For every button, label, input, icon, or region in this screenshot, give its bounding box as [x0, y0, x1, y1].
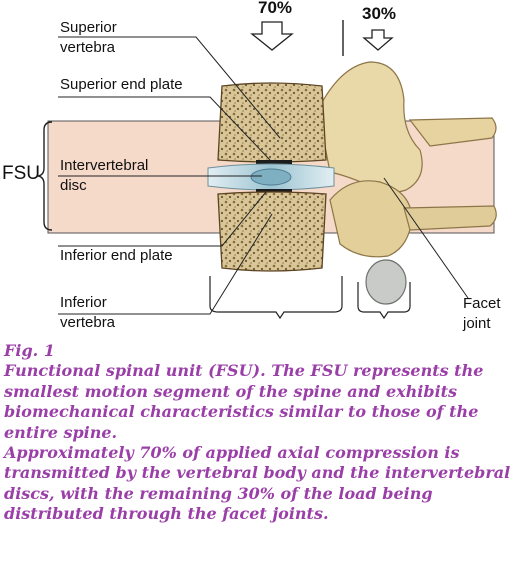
caption-paragraph-2: Approximately 70% of applied axial compr…: [4, 443, 511, 524]
label-fsu: FSU: [2, 163, 40, 184]
label-facet-joint: Facet joint: [463, 294, 501, 334]
label-inferior-vertebra: Inferior vertebra: [60, 293, 115, 333]
caption-figure-number: Fig. 1: [4, 341, 55, 360]
load-percent-facet: 30%: [362, 4, 397, 23]
label-inferior-end-plate: Inferior end plate: [60, 247, 173, 264]
label-superior-vertebra-line1: Superior: [60, 19, 117, 36]
inferior-vertebral-body: [217, 191, 327, 272]
load-percent-body: 70%: [258, 0, 293, 17]
label-inferior-vertebra-line1: Inferior: [60, 294, 107, 311]
articular-process: [365, 259, 407, 305]
caption-paragraph-1: Functional spinal unit (FSU). The FSU re…: [4, 361, 484, 442]
load-arrow-facet: [362, 29, 394, 51]
fsu-brace: [37, 121, 53, 231]
figure-caption: Fig. 1 Functional spinal unit (FSU). The…: [4, 341, 516, 525]
label-intervertebral-disc: Intervertebral disc: [60, 156, 148, 196]
label-intervertebral-disc-line2: disc: [60, 177, 87, 194]
load-arrow-body: [250, 21, 294, 51]
fsu-diagram: [37, 20, 497, 320]
leader-lines: [58, 36, 469, 315]
bracket-body: [209, 276, 343, 320]
superior-vertebral-body: [217, 82, 327, 163]
label-facet-joint-line2: joint: [463, 315, 491, 332]
label-superior-end-plate: Superior end plate: [60, 76, 183, 93]
posterior-elements: [317, 61, 497, 305]
label-intervertebral-disc-line1: Intervertebral: [60, 157, 149, 174]
superior-end-plate: [256, 160, 292, 165]
bracket-facet: [357, 282, 411, 320]
label-inferior-vertebra-line2: vertebra: [60, 314, 116, 331]
label-superior-vertebra: Superior vertebra: [60, 18, 117, 58]
label-facet-joint-line1: Facet: [463, 295, 501, 312]
label-superior-vertebra-line2: vertebra: [60, 39, 116, 56]
